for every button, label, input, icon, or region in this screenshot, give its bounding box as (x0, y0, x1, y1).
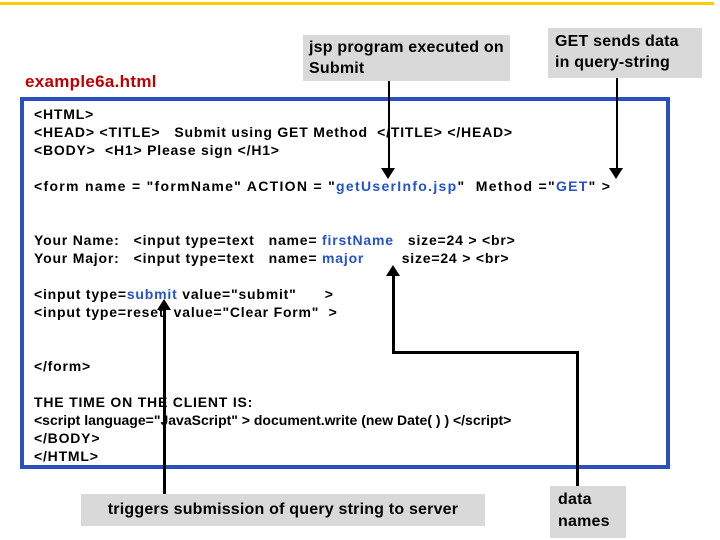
code-token-highlight: getUserInfo.jsp (336, 178, 458, 194)
filename-label: example6a.html (25, 72, 157, 91)
code-token: <HTML> (34, 106, 95, 122)
code-token: <HEAD> <TITLE> Submit using GET Method <… (34, 124, 513, 140)
code-line: Your Name: <input type=text name= firstN… (34, 231, 666, 249)
code-token-highlight: firstName (322, 232, 394, 248)
connector-triggers-to-submit-line (163, 310, 166, 494)
code-token: Your Name: <input type=text name= (34, 232, 323, 248)
code-line: <input type=reset value="Clear Form" > (34, 303, 666, 321)
code-line (34, 267, 666, 285)
code-token: </HTML> (34, 448, 99, 464)
top-accent-rule (0, 2, 714, 5)
code-token: <script language="JavaScript" > document… (34, 412, 512, 428)
connector-datanames-drop-line (576, 351, 579, 486)
arrow-down-icon (609, 168, 623, 179)
code-line (34, 321, 666, 339)
code-box: <HTML> <HEAD> <TITLE> Submit using GET Me… (20, 97, 670, 469)
callout-data-names: data names (550, 486, 626, 538)
code-line: </HTML> (34, 447, 666, 465)
code-token: <form name = "formName" ACTION = " (34, 178, 337, 194)
code-line: Your Major: <input type=text name= major… (34, 249, 666, 267)
code-line (34, 213, 666, 231)
code-token: value="submit" > (177, 286, 334, 302)
connector-jsp-to-action-line (388, 81, 390, 169)
callout-get-query-string: GET sends data in query-string (548, 28, 702, 78)
code-line: <BODY> <H1> Please sign </H1> (34, 141, 666, 159)
code-line (34, 375, 666, 393)
code-line (34, 195, 666, 213)
arrow-down-icon (381, 168, 395, 179)
code-token-highlight: submit (126, 286, 178, 302)
code-line (34, 339, 666, 357)
connector-datanames-vertical-line (392, 276, 395, 352)
code-token: size=24 > <br> (393, 232, 516, 248)
code-token: </form> (34, 358, 91, 374)
code-token: </BODY> (34, 430, 101, 446)
code-token: <BODY> <H1> Please sign </H1> (34, 142, 280, 158)
connector-get-to-method-line (616, 78, 618, 169)
code-token-highlight: major (322, 250, 365, 266)
code-line: <HTML> (34, 105, 666, 123)
code-token: THE TIME ON THE CLIENT IS: (34, 394, 254, 410)
code-token: <input type=reset value="Clear Form" > (34, 304, 338, 320)
code-line: <script language="JavaScript" > document… (34, 411, 666, 429)
code-token: " Method =" (457, 178, 556, 194)
code-token: Your Major: <input type=text name= (34, 250, 323, 266)
code-line: THE TIME ON THE CLIENT IS: (34, 393, 666, 411)
code-token: " > (588, 178, 612, 194)
code-line: </form> (34, 357, 666, 375)
code-token: <input type= (34, 286, 127, 302)
callout-jsp-program: jsp program executed on Submit (303, 35, 510, 81)
code-line: <HEAD> <TITLE> Submit using GET Method <… (34, 123, 666, 141)
code-line: <input type=submit value="submit" > (34, 285, 666, 303)
code-line: </BODY> (34, 429, 666, 447)
arrow-up-icon (157, 299, 171, 310)
code-lines: <HTML> <HEAD> <TITLE> Submit using GET Me… (34, 105, 666, 465)
code-line: <form name = "formName" ACTION = "getUse… (34, 177, 666, 195)
callout-triggers-submission: triggers submission of query string to s… (81, 494, 485, 526)
code-token: size=24 > <br> (364, 250, 510, 266)
code-line (34, 159, 666, 177)
code-token-highlight: GET (555, 178, 589, 194)
connector-datanames-horizontal-line (392, 351, 579, 354)
arrow-up-icon (386, 265, 400, 276)
